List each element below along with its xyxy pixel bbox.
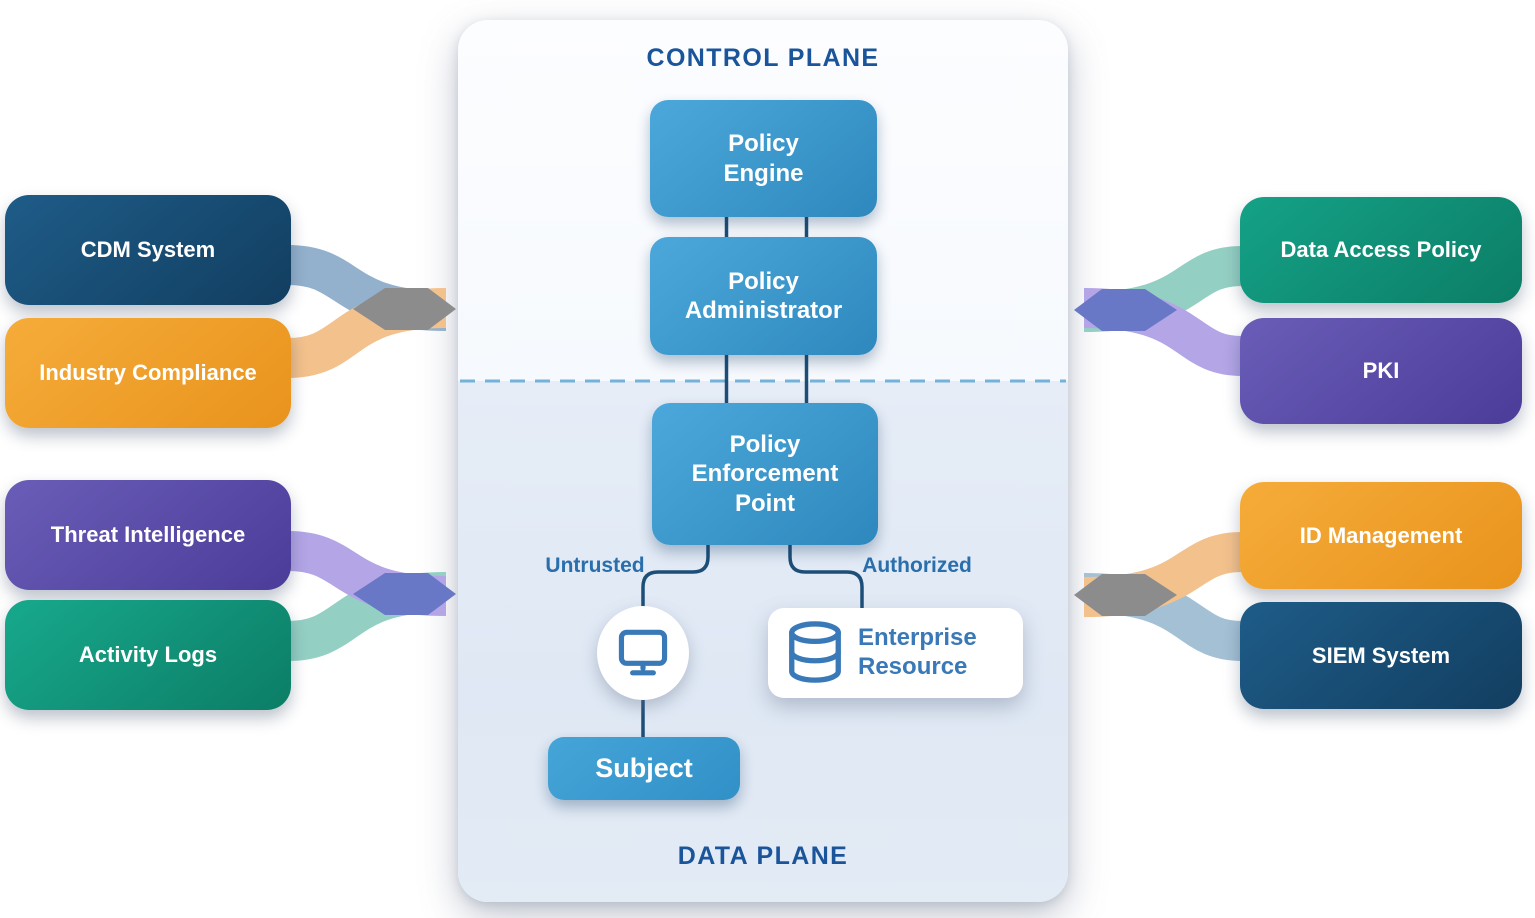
arrow-right-bottom bbox=[1074, 574, 1177, 616]
enterprise-resource-label: Enterprise Resource bbox=[858, 624, 977, 680]
activity-logs-label: Activity Logs bbox=[78, 642, 218, 667]
control-plane-title: CONTROL PLANE bbox=[646, 44, 880, 72]
subject-label: Subject bbox=[595, 753, 693, 784]
edge-pep-subject-upper bbox=[641, 541, 710, 610]
enterprise-resource-node: Enterprise Resource bbox=[768, 608, 1023, 698]
industry-compliance-label: Industry Compliance bbox=[39, 360, 257, 385]
component-pki: PKI bbox=[1240, 318, 1522, 424]
arrow-left-bottom bbox=[353, 573, 456, 615]
component-industry-compliance: Industry Compliance bbox=[5, 318, 291, 428]
authorized-label: Authorized bbox=[862, 554, 972, 577]
component-cdm-system: CDM System bbox=[5, 195, 291, 305]
component-activity-logs: Activity Logs bbox=[5, 600, 291, 710]
subject-device bbox=[597, 606, 689, 700]
arrow-right-top bbox=[1074, 289, 1177, 331]
data-access-policy-label: Data Access Policy bbox=[1280, 237, 1482, 262]
policy-engine-node: Policy Engine bbox=[650, 100, 877, 217]
policy-enforcement-point-node: Policy Enforcement Point bbox=[652, 403, 878, 545]
cdm-system-label: CDM System bbox=[80, 237, 216, 262]
database-icon bbox=[789, 621, 841, 683]
monitor-icon bbox=[618, 629, 668, 676]
policy-administrator-node: Policy Administrator bbox=[650, 237, 877, 355]
policy-enforcement-point-label: Policy Enforcement Point bbox=[691, 431, 839, 517]
id-management-label: ID Management bbox=[1299, 522, 1463, 548]
component-siem-system: SIEM System bbox=[1240, 602, 1522, 709]
arrow-left-top bbox=[353, 288, 456, 330]
core-connectors bbox=[641, 211, 864, 741]
pki-label: PKI bbox=[1362, 358, 1400, 383]
policy-engine-label: Policy Engine bbox=[723, 130, 804, 187]
component-id-management: ID Management bbox=[1240, 482, 1522, 589]
untrusted-label: Untrusted bbox=[545, 554, 645, 577]
edge-pep-resource bbox=[788, 541, 864, 612]
policy-administrator-label: Policy Administrator bbox=[684, 267, 843, 324]
component-data-access-policy: Data Access Policy bbox=[1240, 197, 1522, 303]
siem-system-label: SIEM System bbox=[1311, 642, 1451, 668]
subject-node: Subject bbox=[548, 737, 740, 800]
threat-intelligence-label: Threat Intelligence bbox=[50, 522, 246, 547]
data-plane-title: DATA PLANE bbox=[677, 842, 849, 870]
component-threat-intelligence: Threat Intelligence bbox=[5, 480, 291, 590]
